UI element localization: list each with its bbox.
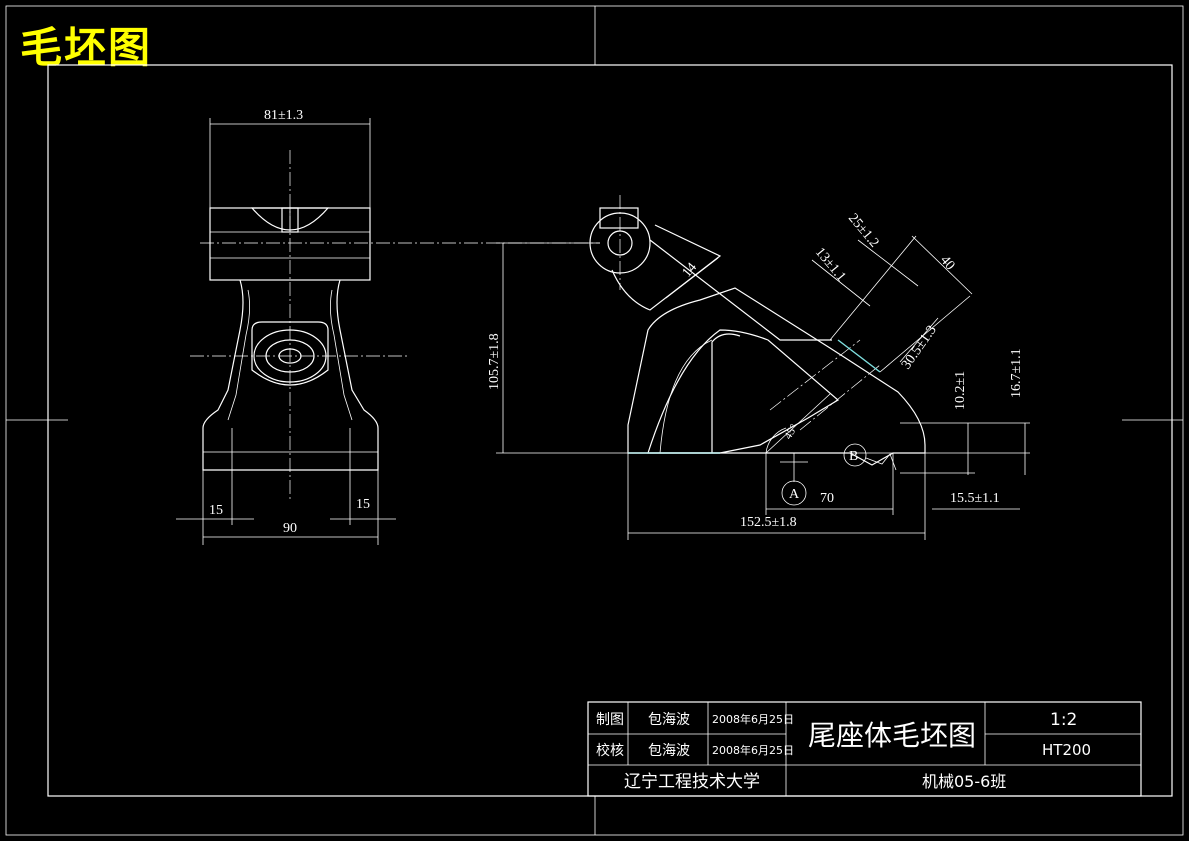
dim-left-step: 15 [209, 503, 223, 518]
scale-value: 1:2 [1050, 710, 1077, 730]
title-block: 制图 包海波 2008年6月25日 校核 包海波 2008年6月25日 尾座体毛… [587, 701, 1142, 797]
angle-label: 45° [782, 422, 800, 441]
dim-152-5: 152.5±1.8 [740, 515, 797, 530]
dim-bottom-width: 90 [283, 521, 297, 536]
dim-top-width: 81±1.3 [264, 108, 303, 123]
datum-b: B [849, 449, 858, 464]
dim-70: 70 [820, 491, 834, 506]
row2-name: 包海波 [648, 743, 690, 759]
dim-height: 105.7±1.8 [487, 333, 502, 390]
dim-15-5: 15.5±1.1 [950, 491, 1000, 506]
row1-role: 制图 [596, 712, 624, 728]
material-value: HT200 [1042, 741, 1091, 759]
dim-boss-40: 40 [937, 253, 957, 273]
class-name: 机械05-6班 [922, 772, 1006, 791]
row1-date: 2008年6月25日 [712, 712, 794, 726]
dim-10-2: 10.2±1 [953, 371, 968, 410]
row1-name: 包海波 [648, 712, 690, 728]
part-name: 尾座体毛坯图 [808, 719, 976, 752]
section-hatch [627, 287, 926, 466]
dim-right-step: 15 [356, 497, 370, 512]
school-name: 辽宁工程技术大学 [624, 772, 760, 792]
front-view: 81±1.3 15 15 90 [176, 108, 600, 545]
sheet-title: 毛坯图 [20, 23, 153, 72]
dim-16-7: 16.7±1.1 [1009, 348, 1024, 398]
datum-a: A [789, 487, 800, 502]
side-view: 105.7±1.8 14 25±1.2 13±1.1 40 30.5±1.3 1… [487, 195, 1030, 540]
dim-boss-25: 25±1.2 [845, 211, 882, 251]
dim-wall: 14 [680, 260, 700, 280]
dim-boss-30: 30.5±1.3 [899, 323, 940, 372]
row2-date: 2008年6月25日 [712, 743, 794, 757]
row2-role: 校核 [596, 742, 624, 759]
sheet-frame [5, 5, 1184, 836]
